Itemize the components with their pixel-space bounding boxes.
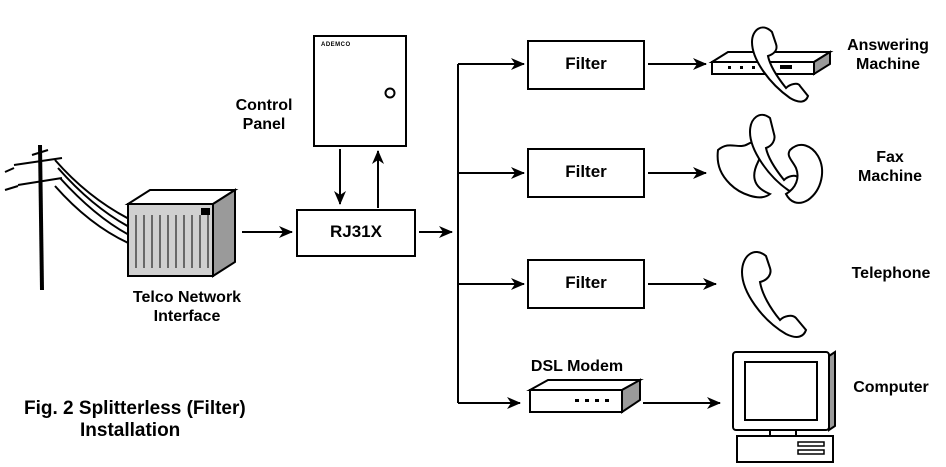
computer-label: Computer	[853, 379, 929, 396]
dsl-modem-icon	[526, 378, 644, 414]
control-panel-brand: ADEMCO	[321, 42, 351, 48]
fax-machine-icon	[716, 113, 824, 204]
filter-label-telephone: Filter	[565, 273, 607, 292]
filter-box-telephone	[527, 259, 645, 309]
control-label-line2: Panel	[242, 116, 286, 133]
answering-machine-icon	[708, 26, 834, 103]
rj31x-label: RJ31X	[330, 222, 382, 241]
filter-label-answering: Filter	[565, 54, 607, 73]
filter-box-answering	[527, 40, 645, 90]
connector-lines	[242, 58, 721, 409]
filter-label-fax: Filter	[565, 162, 607, 181]
telephone-handset-icon	[740, 251, 808, 338]
caption-line1: Fig. 2 Splitterless (Filter)	[24, 398, 246, 419]
telco-network-interface-icon	[124, 188, 239, 278]
answering-label-line2: Machine	[855, 56, 920, 73]
control-panel-label: Control Panel	[222, 96, 306, 134]
figure-caption: Fig. 2 Splitterless (Filter) Installatio…	[24, 398, 246, 442]
filter-box-fax	[527, 148, 645, 198]
telco-label-line1: Telco Network	[132, 289, 242, 306]
control-panel-icon	[313, 35, 407, 147]
telco-network-interface-label: Telco Network Interface	[112, 288, 262, 326]
fax-label-line1: Fax	[876, 149, 904, 166]
utility-pole-icon	[4, 144, 136, 291]
computer-icon	[732, 350, 836, 463]
rj31x-box	[296, 209, 416, 257]
fax-label-line2: Machine	[857, 168, 922, 185]
telephone-label: Telephone	[851, 265, 931, 282]
answering-label-line1: Answering	[847, 37, 929, 54]
caption-line2: Installation	[80, 420, 181, 441]
answering-machine-label: Answering Machine	[830, 36, 946, 74]
fax-machine-label: Fax Machine	[840, 148, 940, 186]
telco-label-line2: Interface	[153, 308, 221, 325]
dsl-modem-label: DSL Modem	[530, 358, 624, 375]
control-label-line1: Control	[235, 97, 293, 114]
